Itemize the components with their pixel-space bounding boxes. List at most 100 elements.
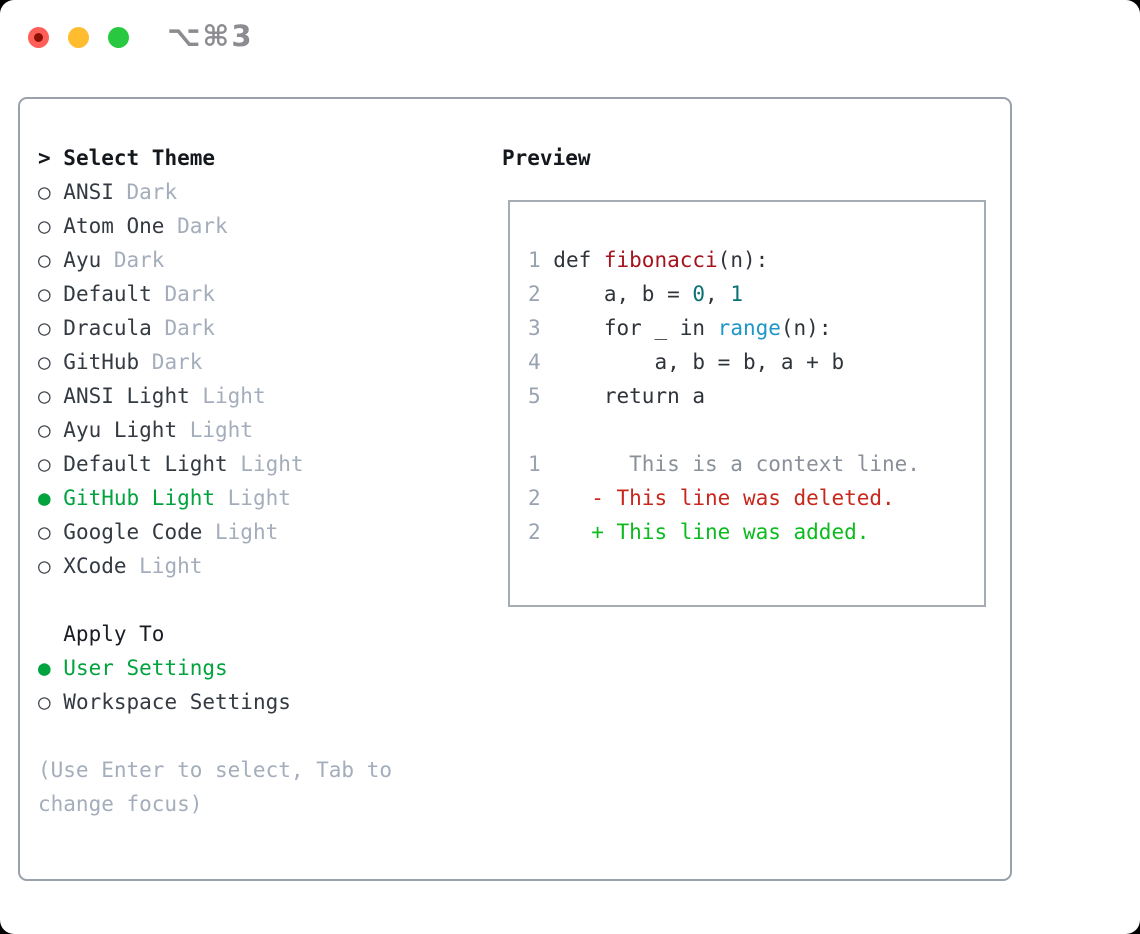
theme-item-xcode[interactable]: ○ XCode Light [38,549,304,583]
line-number: 1 [528,452,554,476]
theme-item-atom-one[interactable]: ○ Atom One Dark [38,209,304,243]
code-segment: (n): [717,248,769,272]
theme-variant-label: Light [189,384,266,408]
radio-selected-icon: ● [38,486,64,510]
theme-item-ansi[interactable]: ○ ANSI Dark [38,175,304,209]
radio-unselected-icon: ○ [38,520,64,544]
zoom-button[interactable] [108,27,129,48]
theme-item-label: Ayu Light [63,418,178,442]
theme-variant-label: Dark [151,316,216,340]
minimize-button[interactable] [68,27,89,48]
apply-to-header: Apply To [38,617,291,651]
line-number: 3 [528,316,554,340]
theme-item-default[interactable]: ○ Default Dark [38,277,304,311]
radio-unselected-icon: ○ [38,690,64,714]
theme-variant-label: Light [202,520,279,544]
apply-option-user-settings[interactable]: ● User Settings [38,651,291,685]
code-line: 5 return a [528,379,920,413]
close-dot-icon [34,33,43,42]
theme-item-ayu-light[interactable]: ○ Ayu Light Light [38,413,304,447]
code-segment: This is a context line. [553,452,920,476]
titlebar: ⌥⌘3 [0,0,1140,76]
code-line: 4 a, b = b, a + b [528,345,920,379]
code-segment: , [705,282,731,306]
line-number: 1 [528,248,554,272]
code-segment: a, b = b, a + b [553,350,845,374]
diff-line: 2 + This line was added. [528,515,920,549]
hint-line-text: (Use Enter to select, Tab to [38,758,393,782]
theme-variant-label: Light [227,452,304,476]
line-number: 2 [528,486,554,510]
code-segment: 1 [730,282,743,306]
apply-to-section: Apply To● User Settings○ Workspace Setti… [38,617,291,719]
theme-item-label: XCode [63,554,127,578]
theme-item-default-light[interactable]: ○ Default Light Light [38,447,304,481]
code-segment: range [717,316,781,340]
code-segment: 0 [692,282,706,306]
diff-line: 2 - This line was deleted. [528,481,920,515]
code-segment: def [553,248,604,272]
radio-unselected-icon: ○ [38,248,64,272]
theme-list: > Select Theme○ ANSI Dark○ Atom One Dark… [38,141,304,583]
blank-line [528,413,920,447]
theme-variant-label: Light [215,486,291,510]
theme-item-ansi-light[interactable]: ○ ANSI Light Light [38,379,304,413]
apply-option-label: Workspace Settings [63,690,291,714]
line-number: 2 [528,520,554,544]
line-number: 2 [528,282,554,306]
theme-variant-label: Dark [101,248,165,272]
radio-selected-icon: ● [38,656,64,680]
radio-unselected-icon: ○ [38,350,64,374]
theme-variant-label: Dark [113,180,178,204]
theme-item-label: Dracula [63,316,152,340]
theme-variant-label: Dark [139,350,203,374]
theme-list-title: Select Theme [63,146,216,170]
theme-item-label: Ayu [63,248,102,272]
code-segment: return a [553,384,706,408]
theme-item-github-light[interactable]: ● GitHub Light Light [38,481,304,515]
diff-line: 1 This is a context line. [528,447,920,481]
radio-unselected-icon: ○ [38,282,64,306]
code-segment: a, b = [553,282,693,306]
theme-variant-label: Dark [151,282,216,306]
theme-item-label: ANSI Light [63,384,190,408]
theme-item-label: Google Code [63,520,203,544]
radio-unselected-icon: ○ [38,452,64,476]
prompt-icon: > [38,146,64,170]
theme-item-label: GitHub [63,350,140,374]
theme-item-label: Default [63,282,152,306]
radio-unselected-icon: ○ [38,418,64,442]
apply-to-title: Apply To [38,622,165,646]
theme-item-label: ANSI [63,180,114,204]
radio-unselected-icon: ○ [38,384,64,408]
theme-variant-label: Light [126,554,203,578]
theme-item-ayu[interactable]: ○ Ayu Dark [38,243,304,277]
theme-variant-label: Dark [164,214,228,238]
radio-unselected-icon: ○ [38,316,64,340]
theme-item-dracula[interactable]: ○ Dracula Dark [38,311,304,345]
close-button[interactable] [28,27,49,48]
line-number: 5 [528,384,554,408]
theme-item-google-code[interactable]: ○ Google Code Light [38,515,304,549]
apply-option-workspace-settings[interactable]: ○ Workspace Settings [38,685,291,719]
code-segment: + This line was added. [553,520,870,544]
theme-variant-label: Light [177,418,253,442]
keyboard-shortcut-label: ⌥⌘3 [167,19,254,53]
code-line: 2 a, b = 0, 1 [528,277,920,311]
code-segment: for _ in [553,316,718,340]
theme-item-github[interactable]: ○ GitHub Dark [38,345,304,379]
theme-item-label: Atom One [63,214,165,238]
code-segment: fibonacci [603,248,718,272]
preview-title: Preview [502,146,591,170]
radio-unselected-icon: ○ [38,214,64,238]
code-line: 1 def fibonacci(n): [528,243,920,277]
theme-item-label: GitHub Light [63,486,216,510]
apply-option-label: User Settings [63,656,228,680]
line-number: 4 [528,350,554,374]
theme-selector-panel: > Select Theme○ ANSI Dark○ Atom One Dark… [18,97,1012,881]
theme-item-label: Default Light [63,452,228,476]
